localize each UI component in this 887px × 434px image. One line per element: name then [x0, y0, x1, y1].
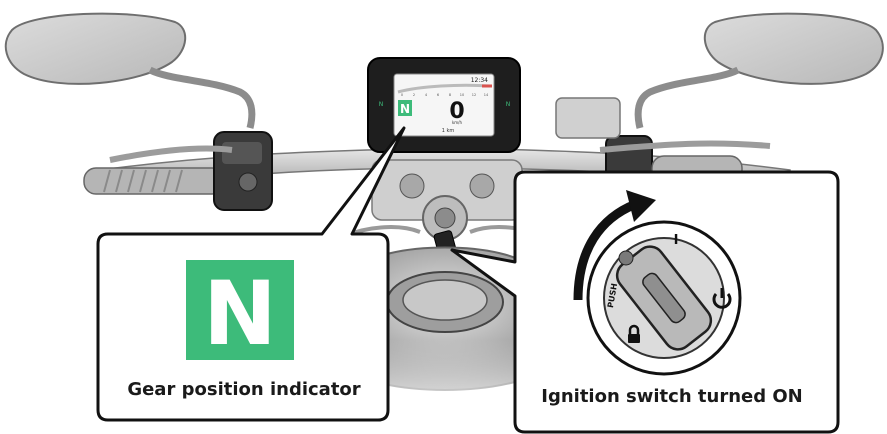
dash-speed: 0: [449, 99, 464, 124]
instrument-cluster: [367, 57, 521, 153]
ignition-key-plate: [615, 245, 713, 351]
tach-tick-label: 4: [425, 93, 428, 97]
dash-right-indicator: N: [506, 101, 511, 108]
gear-position-label: Gear position indicator: [127, 379, 361, 400]
dash-clock: 12:34: [471, 77, 488, 84]
tach-tick-label: 6: [437, 93, 439, 97]
ignition-on-mark: I: [674, 233, 679, 248]
dash-left-indicator: N: [379, 101, 384, 108]
tach-tick-label: 2: [413, 93, 415, 97]
dash-gear-letter: N: [400, 102, 410, 116]
tach-tick-label: 0: [401, 93, 403, 97]
gear-indicator-letter: N: [203, 262, 277, 365]
ignition-push-mark: PUSH: [606, 283, 619, 309]
tach-tick-label: 14: [484, 93, 489, 97]
rotation-arrow-icon: [626, 190, 656, 222]
ignition-switch-label: Ignition switch turned ON: [541, 386, 803, 407]
lock-icon: [628, 324, 640, 343]
left-mirror: [4, 12, 256, 129]
gear-indicator-callout: [96, 126, 406, 422]
tach-tick-label: 10: [460, 93, 464, 97]
dash-odometer: 1 km: [442, 128, 455, 134]
dash-tach-scale: 0 2 4 6 8 10 12 14: [401, 93, 489, 97]
right-mirror: [634, 12, 884, 129]
tach-tick-label: 8: [449, 93, 451, 97]
gear-indicator-badge: [186, 260, 294, 360]
dash-speed-unit: km/h: [452, 120, 463, 125]
tach-tick-label: 12: [472, 93, 476, 97]
power-icon: [712, 288, 732, 309]
ignition-switch-callout: [450, 170, 840, 434]
